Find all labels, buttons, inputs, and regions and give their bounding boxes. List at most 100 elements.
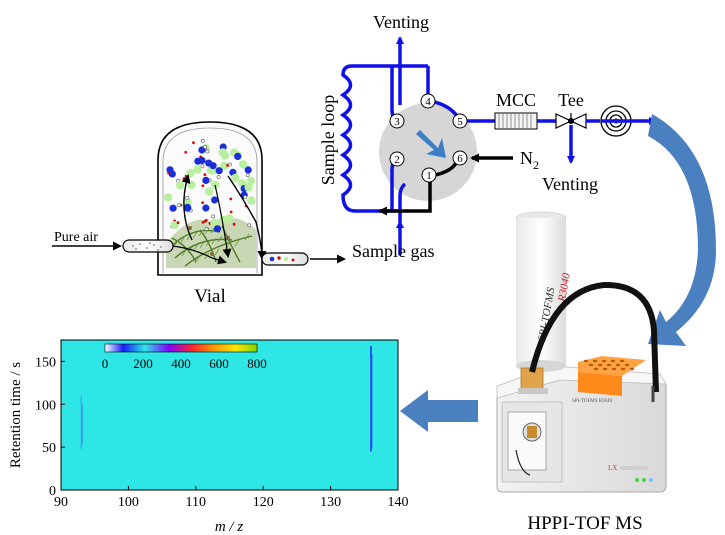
hppi-tof-ms-instrument: SPI-TOFMS R3040 LX SPI-TOFMS R3040: [496, 211, 667, 493]
x-axis-label: m / z: [215, 519, 244, 535]
vial-particle: [229, 210, 233, 214]
instrument-label: HPPI-TOF MS: [527, 513, 642, 534]
valve-port-3: 3: [389, 113, 405, 129]
vial-particle: [247, 196, 256, 205]
left-arrow-icon: [400, 390, 478, 432]
vial-particle: [244, 166, 252, 174]
vial-particle: [203, 144, 207, 149]
vial-particle: [185, 195, 190, 200]
tee-label: Tee: [558, 90, 584, 110]
vial-particle: [203, 219, 207, 223]
vial-particle: [183, 203, 192, 211]
vial-particle: [168, 170, 176, 178]
vial-particle: [201, 220, 205, 224]
vial-particle: [198, 156, 206, 165]
instrument-tube-model: R3040: [556, 272, 573, 304]
heatmap-plot-area: [61, 340, 398, 490]
vial-particle: [225, 214, 234, 223]
mcc-label: MCC: [496, 90, 536, 110]
vial-particle: [200, 138, 205, 143]
vial-particle: [216, 175, 221, 179]
mcc-column-icon: [494, 112, 538, 130]
x-tick-label: 110: [186, 495, 206, 510]
x-tick-label: 130: [320, 495, 341, 510]
vial-particle: [202, 204, 210, 212]
y-tick-label: 150: [35, 355, 56, 370]
venting-side-label: Venting: [542, 174, 598, 194]
vial-particle: [232, 222, 236, 226]
valve-port-6: 6: [452, 150, 468, 166]
valve-system: 4 3 5 2 6 1: [318, 12, 657, 261]
vial-particle: [169, 204, 177, 212]
vial-particles: [163, 138, 256, 233]
svg-text:5: 5: [457, 116, 463, 128]
vial-particle: [176, 181, 185, 190]
vial-particle: [205, 187, 214, 196]
x-tick-label: 90: [54, 495, 68, 510]
vial-particle: [202, 176, 210, 184]
valve-port-5: 5: [452, 113, 468, 129]
vial-particle: [229, 197, 233, 201]
bowtie-valve-icon: [555, 113, 587, 129]
colorbar-tick-label: 0: [102, 356, 109, 371]
vial-particle: [231, 173, 240, 183]
vial-flow-arrow-left: [181, 174, 193, 241]
sample-rack: [578, 356, 646, 396]
vial-flow-arrow-right: [227, 175, 267, 260]
vial-particle: [234, 152, 242, 160]
valve-port-4: 4: [420, 93, 436, 109]
vial-particle: [210, 218, 219, 227]
six-port-valve-body: [379, 103, 477, 201]
vial-particle: [183, 197, 192, 206]
sample-gas-label: Sample gas: [352, 241, 435, 261]
vial-particle: [163, 193, 173, 202]
svg-text:4: 4: [425, 96, 431, 108]
sample-loop-label: Sample loop: [318, 95, 338, 186]
vial-particle: [204, 227, 209, 231]
vial-particle: [245, 173, 250, 178]
colorbar-tick-label: 600: [209, 356, 229, 371]
vial-particle: [246, 176, 255, 186]
valve-port-1: 1: [421, 167, 437, 183]
colorbar-tick-label: 200: [133, 356, 153, 371]
y-tick-label: 100: [35, 398, 56, 413]
svg-text:2: 2: [394, 154, 400, 166]
vial-particle: [211, 196, 219, 204]
vial-outlet-tube: [261, 252, 309, 266]
vial-inlet-tube: [122, 239, 227, 265]
vial-particle: [176, 221, 180, 225]
vial-particle: [205, 149, 210, 154]
vial-particle: [203, 173, 207, 177]
venting-top-label: Venting: [373, 12, 429, 32]
vial-label: Vial: [194, 286, 226, 307]
vial-particle: [187, 180, 196, 190]
vial-particle: [244, 183, 253, 192]
vial-particle: [220, 161, 229, 170]
vial-particle: [247, 223, 252, 228]
y-tick-label: 50: [42, 441, 56, 456]
svg-text:1: 1: [426, 170, 432, 182]
vial-particle: [177, 203, 182, 208]
vial-particle: [184, 150, 188, 154]
curved-arrow-icon: [648, 114, 716, 346]
vial-particle: [215, 167, 223, 175]
vial-apparatus: Pure air Vial: [52, 121, 346, 307]
instrument-front-text: SPI-TOFMS R3040: [572, 399, 613, 404]
vial-particle: [226, 164, 229, 167]
vial-particle: [193, 165, 202, 174]
colorbar: [104, 343, 258, 353]
vial-particle: [213, 225, 221, 233]
vial-particle: [239, 160, 248, 169]
valve-port-2: 2: [389, 151, 405, 167]
y-axis-label: Retention time / s: [8, 362, 24, 468]
instrument-tubing: [529, 281, 659, 393]
vial-particle: [210, 180, 220, 189]
sample-loop-coil: [339, 64, 396, 213]
colorbar-tick-label: 400: [171, 356, 191, 371]
vial-particle: [200, 164, 205, 169]
vial-particle: [220, 151, 230, 160]
svg-text:3: 3: [394, 116, 400, 128]
x-tick-label: 140: [388, 495, 409, 510]
